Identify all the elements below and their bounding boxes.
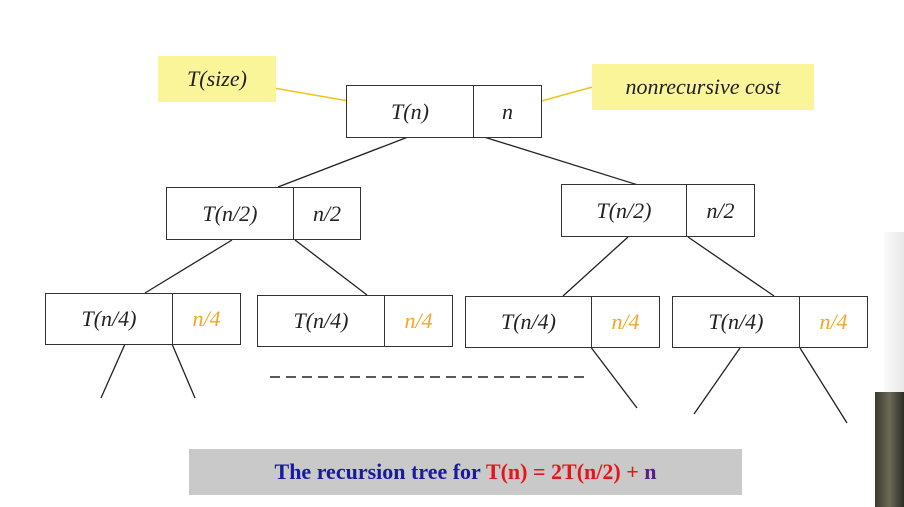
node-cost: n <box>473 86 541 137</box>
node-cost: n/4 <box>384 296 452 346</box>
tree-node-level2: T(n/4) n/4 <box>672 296 868 348</box>
tree-node-level2: T(n/4) n/4 <box>465 296 660 348</box>
size-annotation: T(size) <box>158 56 276 102</box>
tree-node-level1: T(n/2) n/2 <box>166 187 361 240</box>
node-term: T(n/2) <box>202 200 258 226</box>
caption-prefix: The recursion tree for <box>274 459 486 484</box>
node-cost: n/4 <box>591 297 659 347</box>
node-cost: n/2 <box>293 188 360 239</box>
edge-right-rightchild <box>687 236 775 297</box>
edge-right-leftchild <box>562 236 629 297</box>
node-term: T(n/4) <box>81 306 137 331</box>
node-cost: n/4 <box>799 297 867 347</box>
node-term: T(n/4) <box>708 309 764 334</box>
tree-node-level1: T(n/2) n/2 <box>561 184 755 237</box>
edge-continuation <box>171 343 196 399</box>
edge-continuation <box>589 345 638 409</box>
edge-continuation <box>693 347 741 415</box>
tree-node-level2: T(n/4) n/4 <box>45 293 241 345</box>
node-term: T(n/4) <box>501 309 556 334</box>
cost-annotation: nonrecursive cost <box>592 64 814 110</box>
edge-root-left <box>277 136 409 188</box>
caption-suffix: n <box>644 459 657 484</box>
node-cost: n/4 <box>172 294 240 344</box>
tree-node-level2: T(n/4) n/4 <box>257 295 453 347</box>
node-cost: n/2 <box>686 185 754 236</box>
webcam-thumbnail <box>875 392 904 507</box>
caption-banner: The recursion tree for T(n) = 2T(n/2) + … <box>189 449 742 495</box>
caption-equation: T(n) = 2T(n/2) + <box>485 459 645 484</box>
edge-root-right <box>483 136 639 186</box>
cost-annotation-label: nonrecursive cost <box>625 74 781 99</box>
node-term: T(n) <box>391 98 429 124</box>
edge-left-leftchild <box>144 239 233 294</box>
size-annotation-label: T(size) <box>187 66 247 91</box>
tree-node-root: T(n) n <box>346 85 542 138</box>
edge-shadow <box>884 232 904 392</box>
edge-left-rightchild <box>294 239 368 296</box>
edge-continuation <box>100 343 126 399</box>
node-term: T(n/2) <box>596 197 652 223</box>
edge-continuation <box>799 347 848 424</box>
node-term: T(n/4) <box>293 308 349 333</box>
